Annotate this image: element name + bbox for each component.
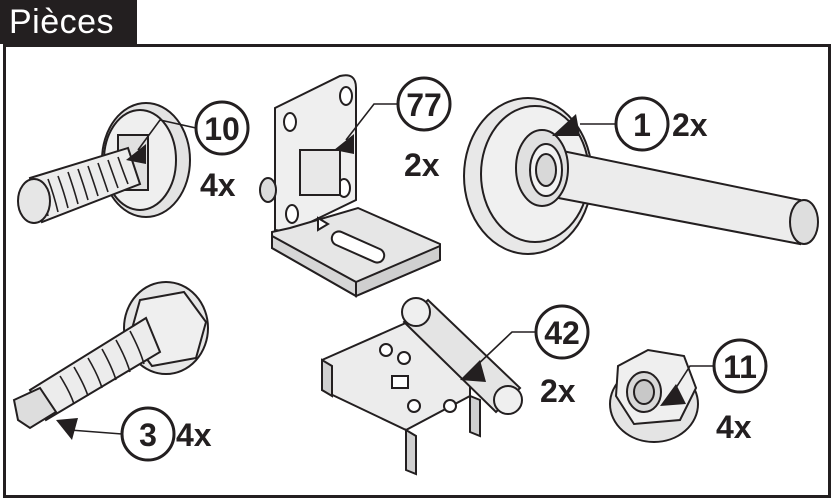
callout-number-42: 42 [544, 315, 580, 351]
roller-wheel-illustration [463, 97, 819, 255]
flange-nut-illustration [609, 348, 699, 443]
quantity-11: 4x [716, 409, 752, 445]
section-title: Pièces [0, 0, 137, 44]
callout-10: 10 4x [126, 100, 250, 203]
angle-bracket-illustration [259, 74, 441, 298]
callout-3: 3 4x [56, 406, 212, 462]
callout-number-77: 77 [406, 87, 442, 123]
callout-11: 11 4x [660, 338, 768, 445]
callout-number-1: 1 [633, 107, 651, 143]
parts-frame [3, 44, 831, 498]
carriage-bolt-illustration [17, 102, 191, 224]
callout-number-11: 11 [723, 349, 757, 385]
quantity-3: 4x [176, 417, 212, 453]
self-drilling-screw-illustration [12, 281, 209, 430]
quantity-10: 4x [200, 167, 236, 203]
hinge-illustration [321, 297, 523, 476]
callout-77: 77 2x [334, 76, 452, 183]
quantity-77: 2x [404, 147, 440, 183]
callout-number-3: 3 [139, 417, 157, 453]
quantity-1: 2x [672, 107, 708, 143]
callout-42: 42 2x [460, 304, 590, 409]
callout-1: 1 2x [552, 96, 708, 152]
callout-number-10: 10 [204, 111, 240, 147]
quantity-42: 2x [540, 373, 576, 409]
